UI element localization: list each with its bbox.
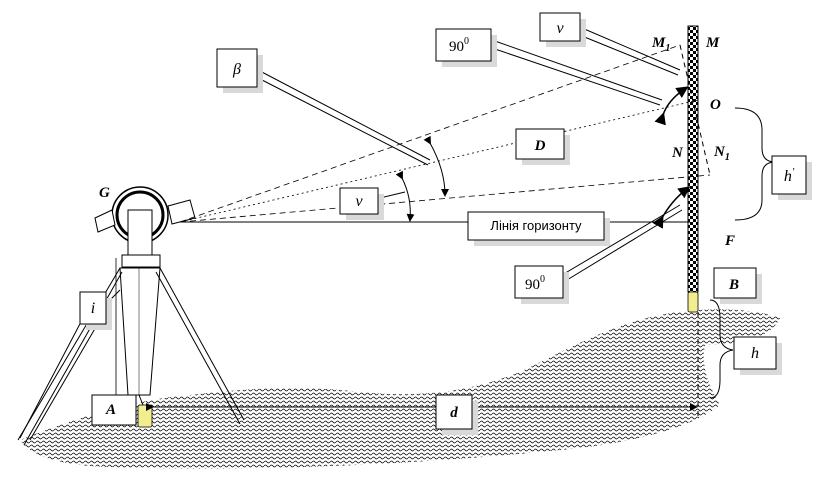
callout-h-prime: h' <box>771 155 812 200</box>
N1-label: N1 <box>713 144 730 163</box>
B-label: B <box>728 277 739 293</box>
callout-d: d <box>435 394 478 435</box>
callout-h: h <box>733 336 782 375</box>
leader-90-top <box>491 39 663 106</box>
horizon-line-label: Лінія горизонту <box>490 218 582 233</box>
leader-90-bottom <box>561 204 683 284</box>
sight-line-N <box>179 174 711 223</box>
nu-arc <box>395 170 415 222</box>
M1-label: M1 <box>651 35 670 54</box>
sight-line-O <box>179 99 699 223</box>
leader-beta <box>257 69 431 166</box>
callout-D: D <box>515 128 570 165</box>
callout-i: i <box>79 291 112 330</box>
d-label: d <box>450 405 458 421</box>
nu-mid-label: ν <box>355 193 363 210</box>
A-label: A <box>105 402 116 418</box>
F-label: F <box>724 233 735 249</box>
D-label: D <box>534 138 546 154</box>
sight-line-M1 <box>179 44 681 223</box>
staff-base-cylinder <box>687 291 699 313</box>
ground-terrain <box>20 309 780 469</box>
callout-nu-top: ν <box>539 12 586 47</box>
callout-nu-mid: ν <box>339 187 384 220</box>
callout-90-bottom: 900 <box>514 265 569 304</box>
N-label: N <box>671 145 684 161</box>
nu-top-label: ν <box>556 20 564 37</box>
callout-beta: β <box>216 48 263 93</box>
survey-staff <box>687 25 699 293</box>
O-label: O <box>710 97 721 113</box>
h-prime-brace <box>734 107 776 221</box>
inclined-staff-line <box>679 44 711 176</box>
angle-90-top-arc <box>654 86 689 126</box>
angle-90-bottom-value: 900 <box>525 274 545 293</box>
i-label: i <box>91 300 95 317</box>
angle-90-top-value: 900 <box>449 36 469 55</box>
callout-90-top: 900 <box>435 28 497 67</box>
G-label: G <box>99 185 110 201</box>
leader-nu-top <box>581 27 681 76</box>
callout-horizon: Лінія горизонту <box>467 211 610 246</box>
theodolite <box>94 186 196 256</box>
leader-nu-mid <box>379 191 406 199</box>
beta-label: β <box>232 61 241 78</box>
h-brace <box>709 299 734 399</box>
h-label: h <box>751 345 759 362</box>
h-prime-label: h' <box>784 166 795 185</box>
callout-B: B <box>713 267 762 304</box>
M-label: M <box>705 35 720 51</box>
beta-arc <box>423 135 449 197</box>
callout-A: A <box>91 394 137 426</box>
